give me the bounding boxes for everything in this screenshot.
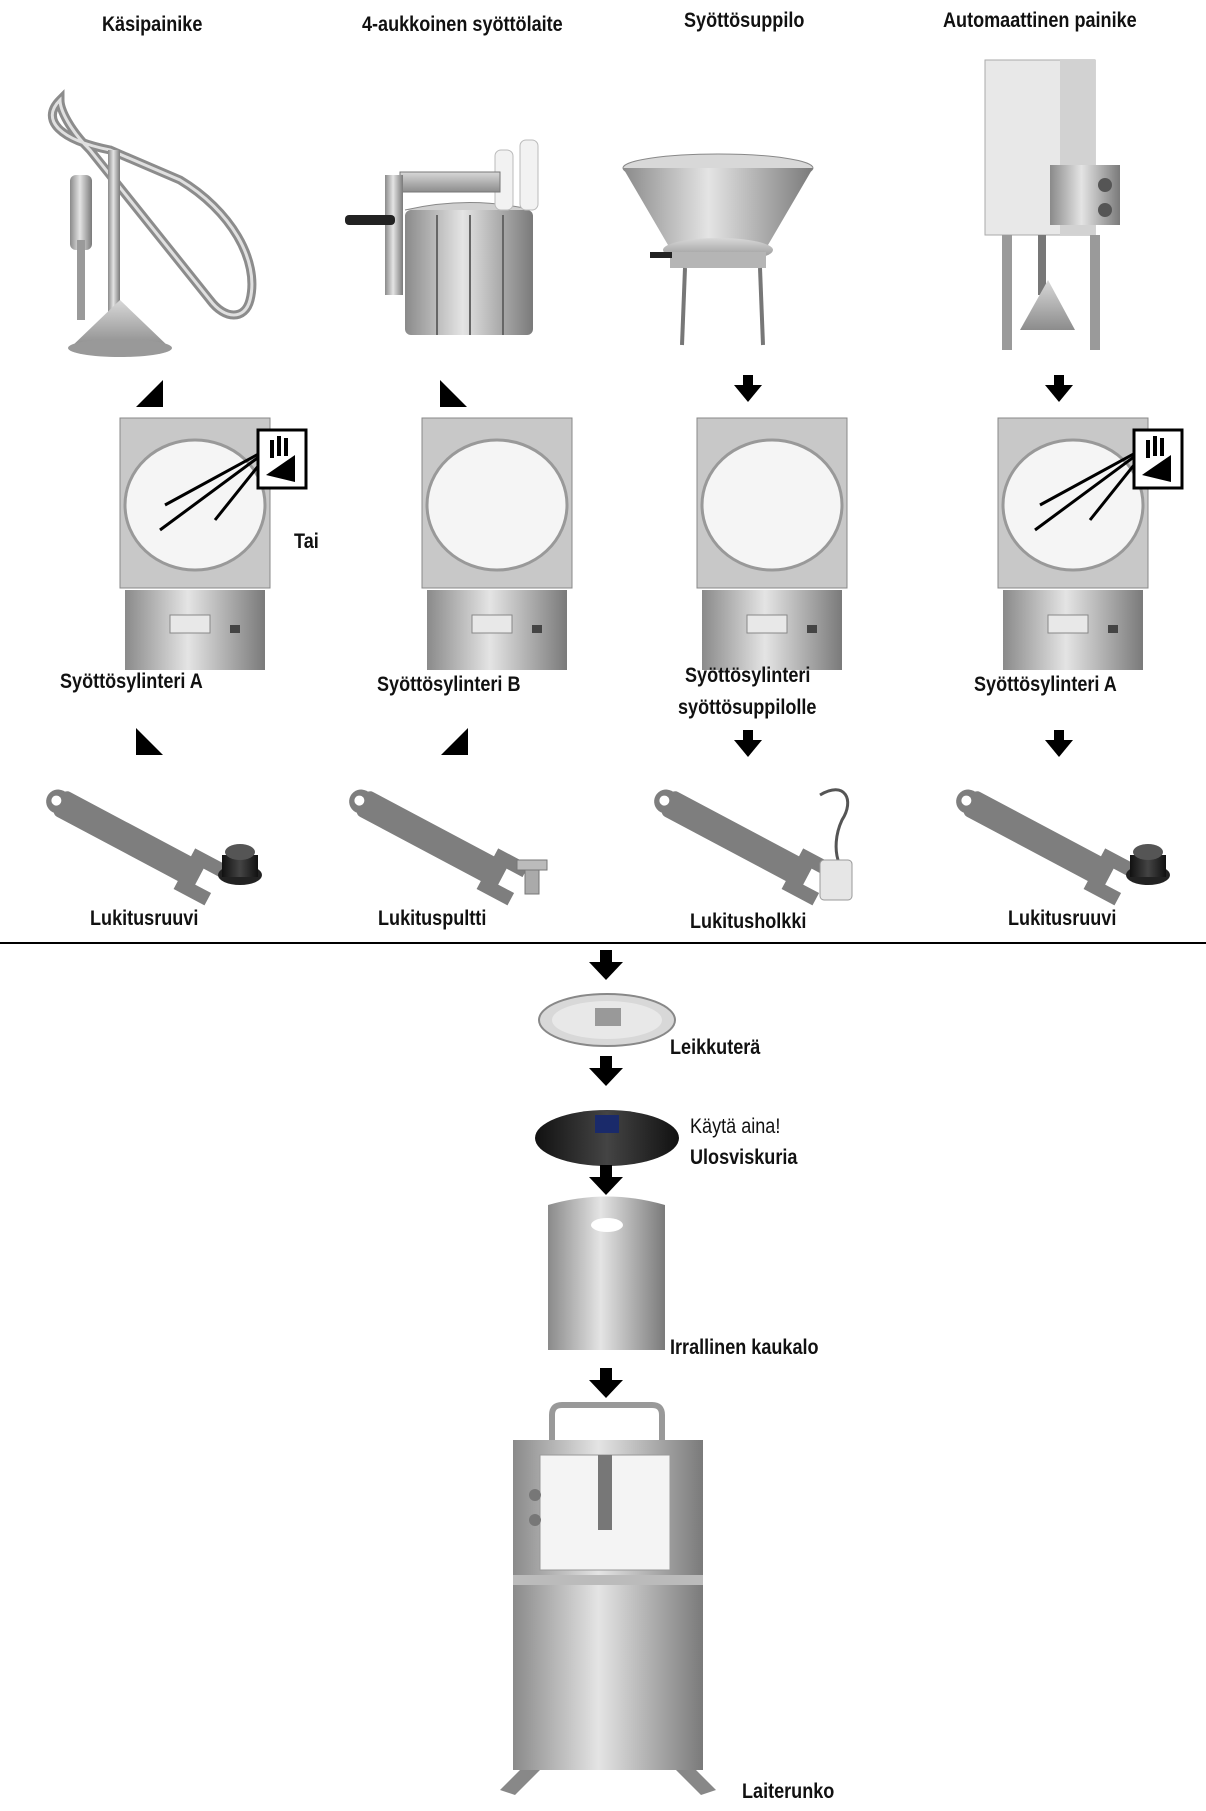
header-auto-pusher: Automaattinen painike bbox=[943, 9, 1137, 32]
arrow-icon bbox=[440, 380, 467, 407]
arrow-icon bbox=[589, 1380, 623, 1398]
locking-screw-left-label: Lukitusruuvi bbox=[90, 907, 199, 930]
cylinder-a-right-label: Syöttösylinteri A bbox=[974, 673, 1117, 696]
ejector-label: Ulosviskuria bbox=[690, 1146, 798, 1169]
feed-hopper-image bbox=[622, 153, 814, 346]
arrow-icon bbox=[589, 962, 623, 980]
locking-screw-image bbox=[218, 844, 262, 885]
cylinder-hopper-label-line1: Syöttösylinteri bbox=[685, 664, 811, 687]
removable-trough-image bbox=[548, 1196, 665, 1350]
or-label: Tai bbox=[294, 530, 319, 553]
wrench-image bbox=[46, 789, 227, 906]
locking-sleeve-label: Lukitusholkki bbox=[690, 910, 807, 933]
arrow-icon bbox=[589, 1177, 623, 1195]
arrow-icon bbox=[589, 1068, 623, 1086]
cutting-disc-image bbox=[538, 993, 676, 1047]
automatic-pusher-image bbox=[984, 59, 1120, 350]
cylinder-b-label: Syöttösylinteri B bbox=[377, 673, 521, 696]
always-use-note: Käytä aina! bbox=[690, 1115, 781, 1138]
arrow-icon bbox=[1045, 385, 1073, 402]
hand-warning-icon bbox=[1132, 428, 1184, 490]
arrow-icon bbox=[1045, 740, 1073, 757]
locking-screw-image bbox=[1126, 844, 1170, 885]
cylinder-a-left-label: Syöttösylinteri A bbox=[60, 670, 203, 693]
header-feed-hopper: Syöttösuppilo bbox=[684, 9, 805, 32]
machine-base-image bbox=[500, 1402, 716, 1795]
removable-trough-label: Irrallinen kaukalo bbox=[670, 1336, 819, 1359]
cylinder-hopper-label-line2: syöttösuppilolle bbox=[678, 696, 817, 719]
header-four-tube-feeder: 4-aukkoinen syöttölaite bbox=[362, 13, 563, 36]
hand-pusher-image bbox=[47, 89, 257, 357]
header-hand-pusher: Käsipainike bbox=[102, 13, 203, 36]
locking-bolt-image bbox=[516, 859, 548, 895]
arrow-icon bbox=[734, 385, 762, 402]
four-tube-feeder-image bbox=[345, 139, 539, 335]
locking-bolt-label: Lukituspultti bbox=[378, 907, 487, 930]
arrow-icon bbox=[136, 728, 163, 755]
arrow-icon bbox=[441, 728, 468, 755]
feed-cylinder-image bbox=[119, 417, 271, 670]
arrow-icon bbox=[734, 740, 762, 757]
ejector-plate-image bbox=[535, 1110, 679, 1166]
cutting-disc-label: Leikkuterä bbox=[670, 1036, 761, 1059]
machine-base-label: Laiterunko bbox=[742, 1780, 835, 1803]
locking-screw-right-label: Lukitusruuvi bbox=[1008, 907, 1117, 930]
hand-warning-icon bbox=[256, 428, 308, 490]
arrow-icon bbox=[136, 380, 163, 407]
locking-sleeve-image bbox=[819, 788, 853, 901]
